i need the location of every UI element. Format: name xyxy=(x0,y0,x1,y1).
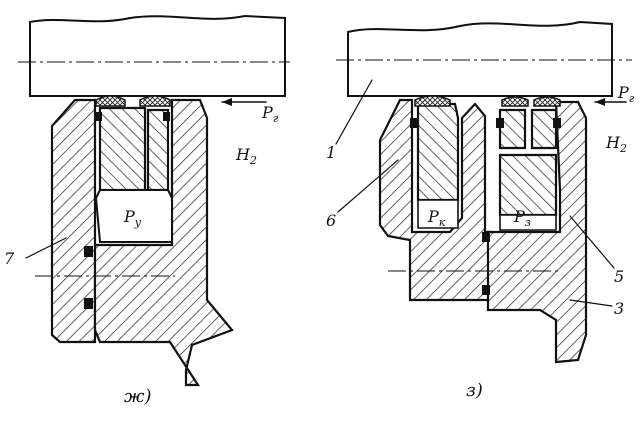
label-part-1: 1 xyxy=(326,143,336,162)
seal-ring-left-zh xyxy=(95,95,126,107)
insert-5-upper xyxy=(498,108,527,150)
oring-2-zh xyxy=(163,112,170,121)
label-h2-z: H2 xyxy=(605,133,627,155)
label-part-5: 5 xyxy=(614,267,624,286)
housing-3 xyxy=(486,100,588,364)
leader-5 xyxy=(569,215,615,269)
oring-1-z xyxy=(410,118,418,128)
arrow-head-z xyxy=(595,98,605,106)
piston-stem-zh xyxy=(146,108,170,192)
leader-7 xyxy=(25,237,67,259)
oring-5-z xyxy=(482,285,490,295)
label-py: Pу xyxy=(123,207,142,229)
oring-4-z xyxy=(482,232,490,242)
leader-3 xyxy=(569,299,613,307)
label-part-6: 6 xyxy=(326,211,336,230)
housing-zh xyxy=(50,98,97,344)
chamber-py xyxy=(94,189,173,243)
chamber-p3 xyxy=(499,214,557,231)
seal-ring-1-z xyxy=(414,95,451,107)
seal-ring-right-zh xyxy=(139,95,171,107)
seal-ring-3-z xyxy=(533,96,561,107)
label-pk: Pк xyxy=(427,207,446,229)
shaft-zh xyxy=(29,14,286,97)
label-h2-zh: H2 xyxy=(235,145,257,167)
label-part-3: 3 xyxy=(614,299,624,318)
oring-1-zh xyxy=(95,112,102,121)
label-p3: Pз xyxy=(513,207,531,229)
insert-pk xyxy=(416,102,460,202)
piston-zh xyxy=(98,106,147,192)
insert-5-upper-r xyxy=(530,108,558,150)
housing-right-zh xyxy=(93,98,234,387)
leader-1 xyxy=(335,79,373,145)
oring-2-z xyxy=(496,118,504,128)
chamber-pk xyxy=(417,199,459,229)
caption-zh: ж) xyxy=(124,386,151,407)
label-pg-z: Pг xyxy=(617,83,635,105)
caption-z: з) xyxy=(466,380,483,401)
label-part-7: 7 xyxy=(4,249,15,268)
oring-4-zh xyxy=(84,298,93,309)
figure-z: Pг H2 Pк Pз 1 6 5 3 з) xyxy=(326,20,635,401)
oring-3-z xyxy=(553,118,561,128)
block-5 xyxy=(498,153,558,217)
housing-6 xyxy=(378,98,494,302)
arrow-head-zh xyxy=(222,98,232,106)
leader-6 xyxy=(337,159,399,213)
oring-3-zh xyxy=(84,246,93,257)
shaft-z xyxy=(347,20,613,97)
figure-zh: Pг H2 Pу 7 ж) xyxy=(4,14,290,407)
seal-ring-2-z xyxy=(501,96,529,107)
label-pg-zh: Pг xyxy=(261,103,279,125)
